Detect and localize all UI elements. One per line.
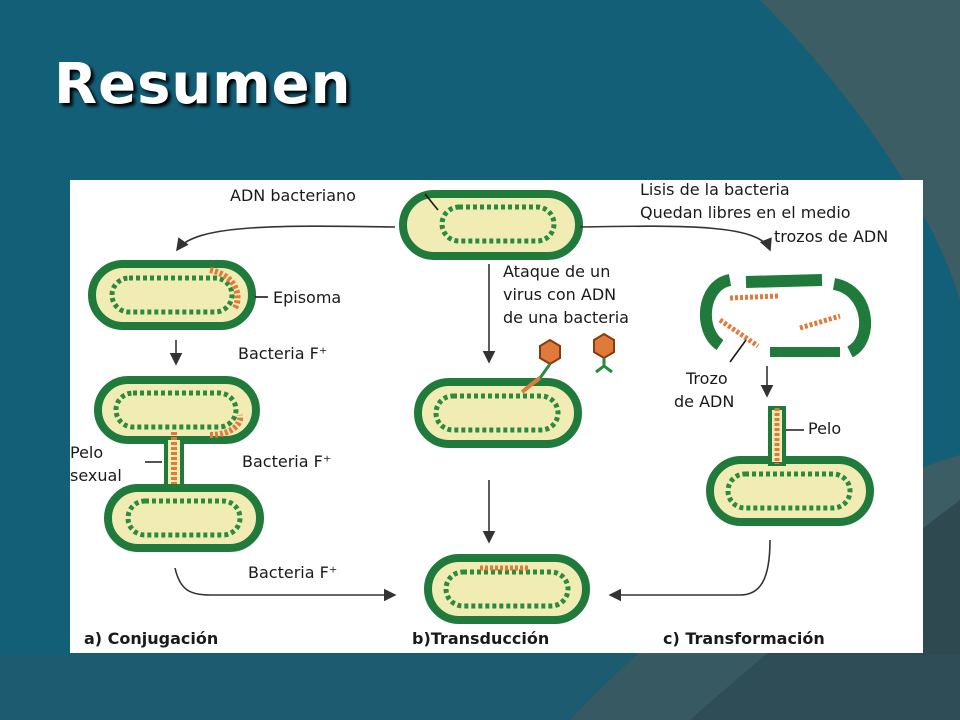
caption-transformacion: c) Transformación [663, 629, 825, 648]
bacterium-icon [104, 484, 264, 552]
label-bacteria-f-plus-3: Bacteria F⁺ [248, 563, 338, 582]
label-lisis-line1: Lisis de la bacteria [640, 180, 790, 199]
label-ataque-line1: Ataque de un [503, 262, 611, 281]
bacterial-gene-transfer-diagram: ADN bacteriano Lisis de la bacteria Qued… [70, 180, 923, 653]
dna-fragment-icon [718, 293, 841, 349]
caption-transduccion: b)Transducción [412, 629, 550, 648]
bacterium-icon [88, 260, 256, 330]
bacterium-icon [706, 456, 874, 526]
label-ataque-line2: virus con ADN [503, 285, 617, 304]
label-lisis-line2: Quedan libres en el medio [640, 203, 851, 222]
virus-icon [520, 338, 561, 394]
bacterium-icon [414, 378, 582, 448]
lysed-bacterium-icon [699, 274, 871, 358]
label-bacteria-f-plus-1: Bacteria F⁺ [238, 344, 328, 363]
arrow-icon [145, 193, 804, 602]
label-bacteria-f-plus-2: Bacteria F⁺ [242, 452, 332, 471]
diagram-drawing [88, 190, 874, 624]
bacterium-icon [424, 554, 590, 624]
slide-title: Resumen [54, 52, 352, 117]
label-trozo-line2: de ADN [674, 392, 735, 411]
label-episoma: Episoma [273, 288, 342, 307]
bacterium-icon [399, 190, 583, 260]
label-pelo-sexual-line1: Pelo [70, 443, 104, 462]
label-ataque-line3: de una bacteria [503, 308, 629, 327]
virus-icon [593, 332, 615, 374]
caption-conjugacion: a) Conjugación [84, 629, 219, 648]
label-lisis-line3: trozos de ADN [774, 227, 889, 246]
label-adn-bacteriano: ADN bacteriano [230, 186, 356, 205]
label-pelo-sexual-line2: sexual [70, 466, 122, 485]
label-trozo-line1: Trozo [686, 369, 728, 388]
label-pelo: Pelo [808, 419, 842, 438]
bacterium-icon [94, 376, 260, 444]
